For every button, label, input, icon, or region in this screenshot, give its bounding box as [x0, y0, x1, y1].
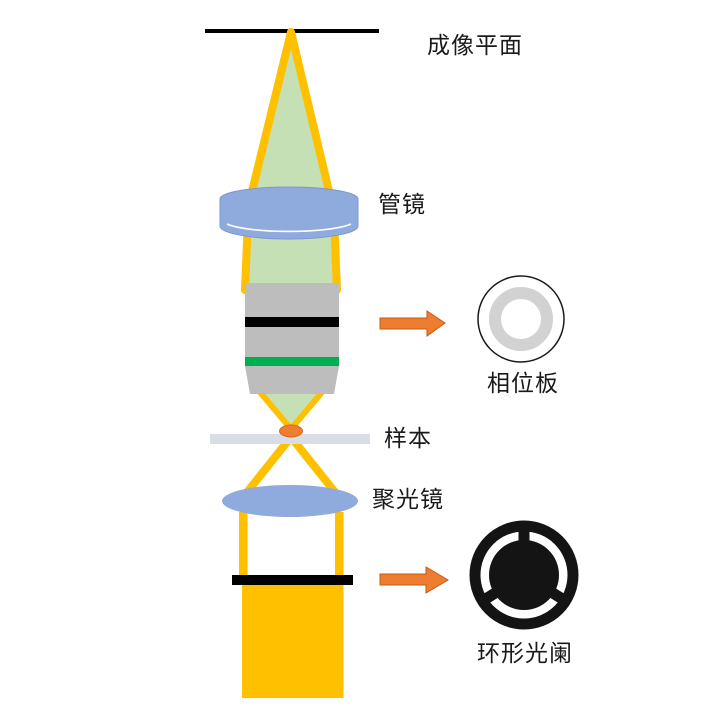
tube-lens-label: 管镜	[378, 191, 426, 217]
diverging-beam-left	[240, 434, 295, 499]
imaging-plane-label: 成像平面	[427, 32, 523, 58]
annular-diaphragm-graphic	[469, 520, 579, 630]
sample-label: 样本	[384, 425, 432, 451]
upper-beam-cone	[243, 28, 338, 216]
phase-plate-label: 相位板	[487, 370, 559, 396]
beam-column-left	[239, 512, 248, 578]
annular-diaphragm-outer-ring	[469, 520, 579, 630]
right-arrow-icon	[379, 310, 446, 337]
annular-diaphragm-spoke	[546, 586, 568, 606]
objective-tip	[245, 366, 339, 394]
tube-lens	[219, 186, 359, 240]
condenser-lens	[222, 485, 358, 517]
diverging-beam-right	[287, 434, 342, 499]
tube-lens-highlight	[226, 223, 352, 233]
annular-diaphragm-label: 环形光阑	[477, 640, 573, 666]
diaphragm-bar	[232, 575, 353, 585]
lower-beam-cone	[256, 388, 326, 432]
annular-diaphragm-spoke	[518, 527, 530, 545]
light-source-beam	[242, 584, 344, 698]
phase-plate-ring	[489, 287, 553, 351]
annular-diaphragm-spoke	[480, 586, 502, 606]
right-arrow-icon	[379, 566, 449, 594]
condenser-label: 聚光镜	[372, 486, 444, 512]
annular-diaphragm-center-disc	[489, 540, 559, 610]
objective-green-stripe	[245, 357, 339, 366]
specimen-slide	[210, 434, 370, 444]
objective-black-stripe	[245, 317, 339, 327]
beam-column-right	[335, 512, 344, 578]
sample-spot	[279, 424, 303, 438]
